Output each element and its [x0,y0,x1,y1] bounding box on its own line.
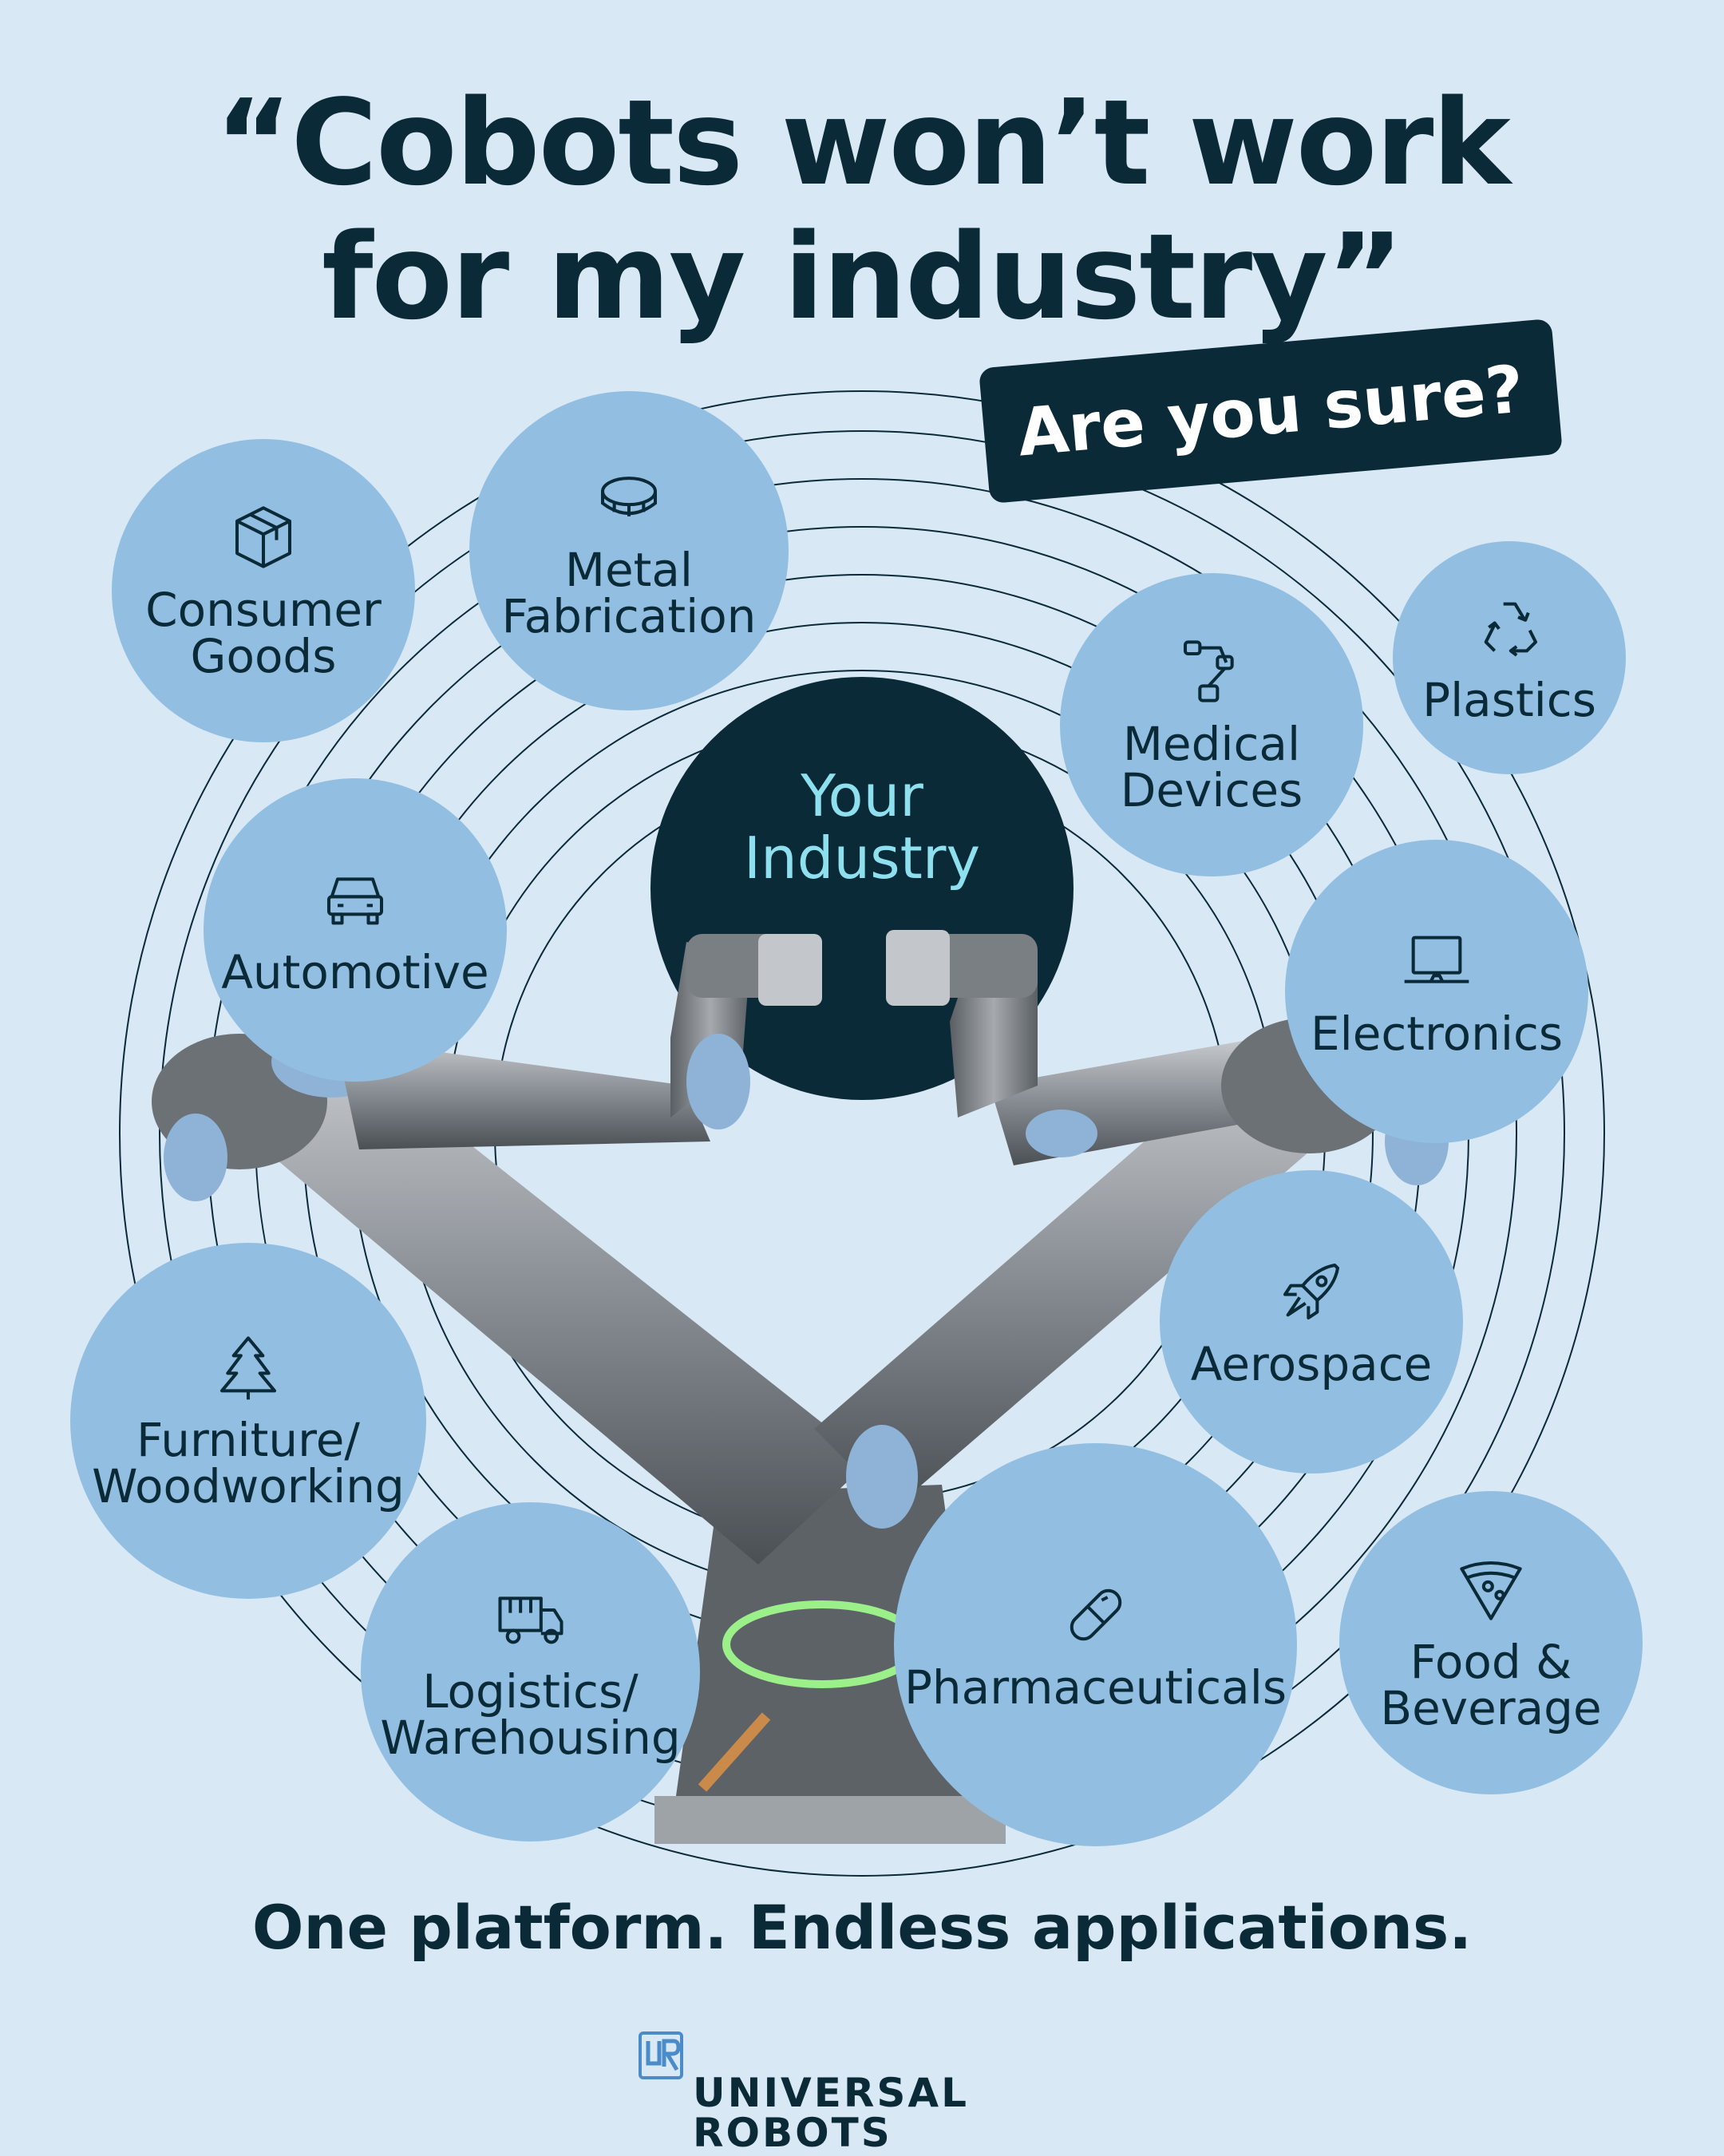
logistics-warehousing-label: Logistics/Warehousing [380,1663,681,1765]
industry-automotive: Automotive [204,778,507,1082]
ur-logo-mark-icon [639,2031,683,2079]
industry-furniture-woodworking: Furniture/Woodworking [70,1243,426,1599]
tree-icon [219,1336,277,1400]
robot-arm-icon [1183,640,1234,702]
pizza-icon [1460,1561,1522,1620]
automotive-label: Automotive [221,945,489,999]
brand-name: UNIVERSAL ROBOTS [693,2070,969,2156]
industry-pharmaceuticals: Pharmaceuticals [894,1443,1297,1846]
industry-plastics: Plastics [1393,541,1626,774]
metal-disc-icon [600,477,658,516]
food-beverage-label: Food &Beverage [1380,1635,1602,1735]
laptop-icon [1404,936,1469,983]
recycle-icon [1484,602,1538,657]
headline-line-2: for my industry” [322,208,1404,346]
aerospace-label: Aerospace [1190,1337,1433,1391]
industry-electronics: Electronics [1285,840,1588,1143]
electronics-label: Electronics [1310,1007,1564,1061]
pharmaceuticals-label: Pharmaceuticals [904,1660,1287,1715]
car-icon [326,877,384,925]
industry-aerospace: Aerospace [1160,1170,1463,1474]
headline-line-1: “Cobots won’t work [215,74,1511,212]
industry-logistics-warehousing: Logistics/Warehousing [361,1502,700,1842]
furniture-woodworking-label: Furniture/Woodworking [92,1413,405,1513]
box-icon [235,506,292,568]
pill-icon [1070,1588,1121,1640]
universal-robots-logo: UNIVERSAL ROBOTS [639,2031,1101,2153]
your-industry-label: Your Industry [743,762,981,892]
tagline: One platform. Endless applications. [251,1892,1473,1963]
rocket-icon [1283,1263,1340,1320]
truck-icon [497,1596,563,1644]
headline: “Cobots won’t work for my industry” [0,76,1724,344]
plastics-label: Plastics [1422,673,1596,727]
industry-food-beverage: Food &Beverage [1339,1491,1643,1794]
